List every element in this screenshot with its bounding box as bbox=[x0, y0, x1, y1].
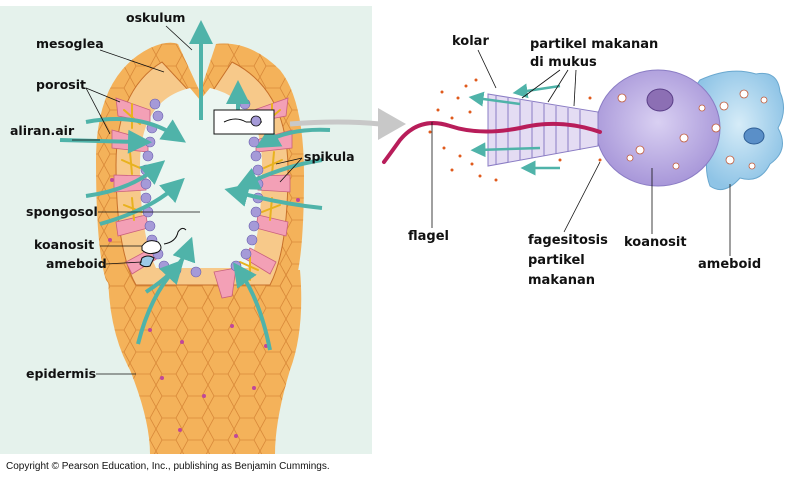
label-ameboid: ameboid bbox=[46, 256, 107, 271]
copyright-notice: Copyright © Pearson Education, Inc., pub… bbox=[6, 461, 330, 472]
leader-fagesitosis bbox=[563, 161, 601, 233]
label-fagesitosis-line3: makanan bbox=[528, 273, 595, 288]
label-partikel-line2: di mukus bbox=[530, 55, 597, 70]
leader-spikula-1 bbox=[275, 157, 303, 165]
koanosit-marker bbox=[141, 240, 162, 255]
magnification-box bbox=[213, 109, 275, 135]
zoom-arrow-head bbox=[378, 108, 406, 140]
label-fagesitosis-line2: partikel bbox=[528, 253, 585, 268]
label-flagel: flagel bbox=[408, 229, 449, 244]
amoebocyte-nucleus bbox=[743, 127, 765, 145]
food-particles bbox=[428, 78, 602, 182]
label-ameboid-right: ameboid bbox=[698, 257, 761, 272]
leader-partikel-2 bbox=[547, 69, 569, 103]
label-koanosit: koanosit bbox=[34, 237, 94, 252]
leader-kolar bbox=[477, 49, 497, 89]
choanocyte-inset-cell bbox=[250, 115, 262, 127]
choanocyte-cell bbox=[595, 69, 721, 187]
leader-partikel-1 bbox=[521, 69, 561, 99]
label-porosit: porosit bbox=[36, 77, 86, 92]
label-spikula: spikula bbox=[304, 149, 355, 164]
choanocyte-vacuoles bbox=[617, 93, 721, 170]
leader-porosit-2 bbox=[85, 87, 111, 135]
leader-porosit-1 bbox=[85, 87, 121, 103]
ameboid-marker bbox=[139, 255, 155, 268]
label-fagesitosis-line1: fagesitosis bbox=[528, 233, 608, 248]
label-kolar: kolar bbox=[452, 34, 489, 49]
label-spongosol: spongosol bbox=[26, 204, 98, 219]
label-koanosit-right: koanosit bbox=[624, 235, 687, 250]
label-aliran-air: aliran.air bbox=[10, 123, 75, 138]
leader-spikula-2 bbox=[279, 157, 303, 183]
amoebocyte-vacuoles bbox=[719, 89, 768, 170]
koanosit-marker-flagellum bbox=[163, 227, 187, 245]
label-oskulum: oskulum bbox=[126, 10, 185, 25]
choanocyte-nucleus bbox=[646, 88, 674, 112]
collar-water-arrows bbox=[468, 83, 561, 176]
leader-partikel-3 bbox=[573, 69, 577, 107]
leader-ameboid bbox=[105, 261, 143, 265]
leader-oskulum bbox=[165, 25, 193, 51]
leader-mesoglea bbox=[99, 49, 165, 73]
label-partikel-line1: partikel makanan bbox=[530, 37, 658, 52]
label-mesoglea: mesoglea bbox=[36, 36, 104, 51]
flagellum bbox=[382, 121, 602, 164]
water-flow-arrows bbox=[59, 20, 331, 351]
label-epidermis: epidermis bbox=[26, 366, 96, 381]
zoom-connector bbox=[289, 119, 381, 127]
